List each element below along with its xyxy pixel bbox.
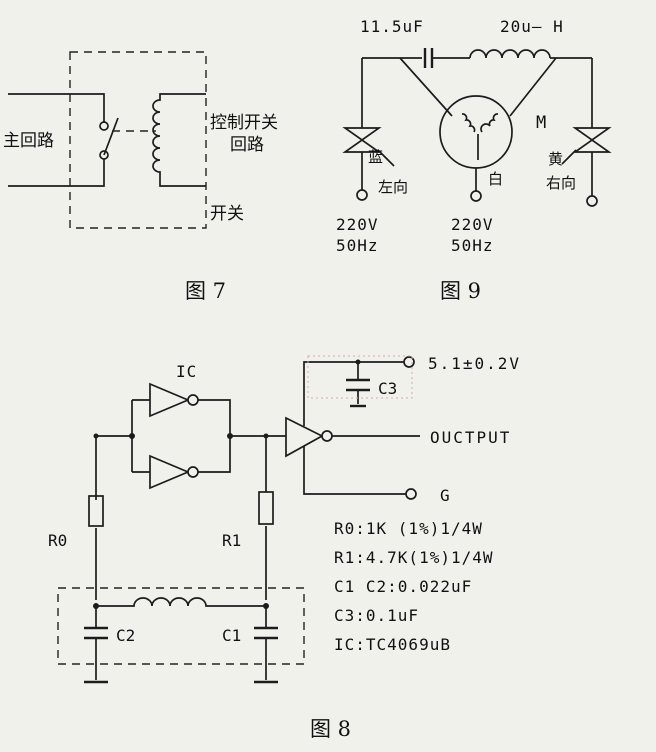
fig8-resistor-r1 xyxy=(258,491,274,525)
fig8-capacitor-c3 xyxy=(346,378,370,392)
fig8-output-buffer-bubble xyxy=(321,430,333,442)
fig8-inverter-1 xyxy=(149,382,191,418)
fig8-faint-markings xyxy=(307,355,413,399)
fig8-resistor-r0 xyxy=(88,495,104,527)
fig9-inductor-value: 20u— H xyxy=(500,17,564,36)
fig9-right-triac xyxy=(572,127,612,153)
fig9-motor-label: M xyxy=(536,113,546,133)
fig7-relay-coil xyxy=(152,93,206,187)
fig8-c1-label: C1 xyxy=(222,626,241,645)
fig8-capacitor-c2 xyxy=(84,626,108,640)
fig8-oscillator-diagram: IC R0 R1 OUCTPUT 5.1±0.2V C3 xyxy=(48,354,521,741)
fig8-right-junction-dot xyxy=(263,433,269,439)
fig8-capacitor-c1 xyxy=(254,626,278,640)
fig9-left-triac xyxy=(342,127,382,153)
fig8-ground-wire xyxy=(303,446,406,495)
fig8-supply-terminal xyxy=(403,356,415,368)
fig8-part-r1: R1:4.7K(1%)1/4W xyxy=(334,548,494,567)
fig8-inverter-2-bubble xyxy=(187,466,199,478)
fig9-motor-circle xyxy=(439,95,513,169)
fig9-motor-feed-wires xyxy=(399,57,557,117)
fig8-inverter-input-dot xyxy=(129,433,135,439)
fig8-c2-label: C2 xyxy=(116,626,135,645)
fig9-left-terminal xyxy=(356,189,368,201)
fig8-supply-wire xyxy=(303,361,404,426)
fig9-right-triac-gate xyxy=(561,149,577,165)
fig9-center-terminal xyxy=(470,190,482,202)
fig9-center-supply-frequency: 50Hz xyxy=(451,236,494,255)
fig8-part-c1-c2: C1 C2:0.022uF xyxy=(334,577,472,596)
fig8-r1-label: R1 xyxy=(222,531,241,550)
fig7-relay-diagram: 主回路 控制开关 回路 开关 图 7 xyxy=(3,51,278,303)
fig9-right-triac-label-2: 右向 xyxy=(546,174,576,192)
fig8-ic-label: IC xyxy=(176,362,197,381)
fig7-relay-enclosure xyxy=(69,51,207,229)
fig9-right-triac-label-1: 黄 xyxy=(548,150,563,168)
fig7-right-label-1: 控制开关 xyxy=(210,113,278,133)
fig7-main-loop-bottom-wire xyxy=(8,158,105,187)
fig8-ground-terminal xyxy=(405,488,417,500)
fig7-switch-blade xyxy=(103,117,119,156)
fig7-bottom-label: 开关 xyxy=(210,204,244,224)
fig8-tank-enclosure xyxy=(57,587,305,665)
fig8-output-label: OUCTPUT xyxy=(430,428,511,447)
fig8-inverter-output-dot xyxy=(227,433,233,439)
fig9-left-triac-gate xyxy=(377,149,395,167)
fig9-caption: 图 9 xyxy=(440,279,481,303)
fig8-c3-label: C3 xyxy=(378,379,397,398)
fig9-center-label: 白 xyxy=(488,170,503,188)
fig9-right-terminal xyxy=(586,195,598,207)
fig9-left-supply-voltage: 220V xyxy=(336,215,379,234)
fig9-inductor xyxy=(469,49,551,59)
fig8-part-c3: C3:0.1uF xyxy=(334,606,419,625)
fig9-left-supply-frequency: 50Hz xyxy=(336,236,379,255)
fig7-left-label: 主回路 xyxy=(3,131,54,151)
fig8-ground-label: G xyxy=(440,486,450,505)
fig8-left-junction-dot xyxy=(93,433,99,439)
fig8-supply-label: 5.1±0.2V xyxy=(428,354,521,373)
fig8-r0-label: R0 xyxy=(48,531,67,550)
fig9-center-supply-voltage: 220V xyxy=(451,215,494,234)
fig9-capacitor xyxy=(423,48,434,68)
fig8-inverter-1-bubble xyxy=(187,394,199,406)
fig9-capacitor-value: 11.5uF xyxy=(360,17,424,36)
fig7-contact-top xyxy=(99,121,109,131)
fig7-main-loop-top-wire xyxy=(8,93,105,122)
fig8-inverter-2 xyxy=(149,454,191,490)
fig9-left-triac-label-1: 蓝 xyxy=(368,148,383,166)
fig8-inverter-output-bus xyxy=(198,399,286,473)
fig7-caption: 图 7 xyxy=(185,279,226,303)
fig8-tank-inductor xyxy=(96,597,266,607)
fig8-part-r0: R0:1K (1%)1/4W xyxy=(334,519,483,538)
fig7-right-label-2: 回路 xyxy=(230,135,264,155)
fig8-part-ic: IC:TC4069uB xyxy=(334,635,451,654)
fig8-left-bus xyxy=(95,399,150,600)
fig8-caption: 图 8 xyxy=(310,717,351,741)
fig9-left-triac-label-2: 左向 xyxy=(378,178,408,196)
fig9-motor-diagram: 11.5uF 20u— H M 蓝 左向 黄 右向 白 220V 5 xyxy=(336,17,612,303)
fig9-winding-right xyxy=(480,113,499,133)
fig9-winding-left xyxy=(461,113,476,133)
